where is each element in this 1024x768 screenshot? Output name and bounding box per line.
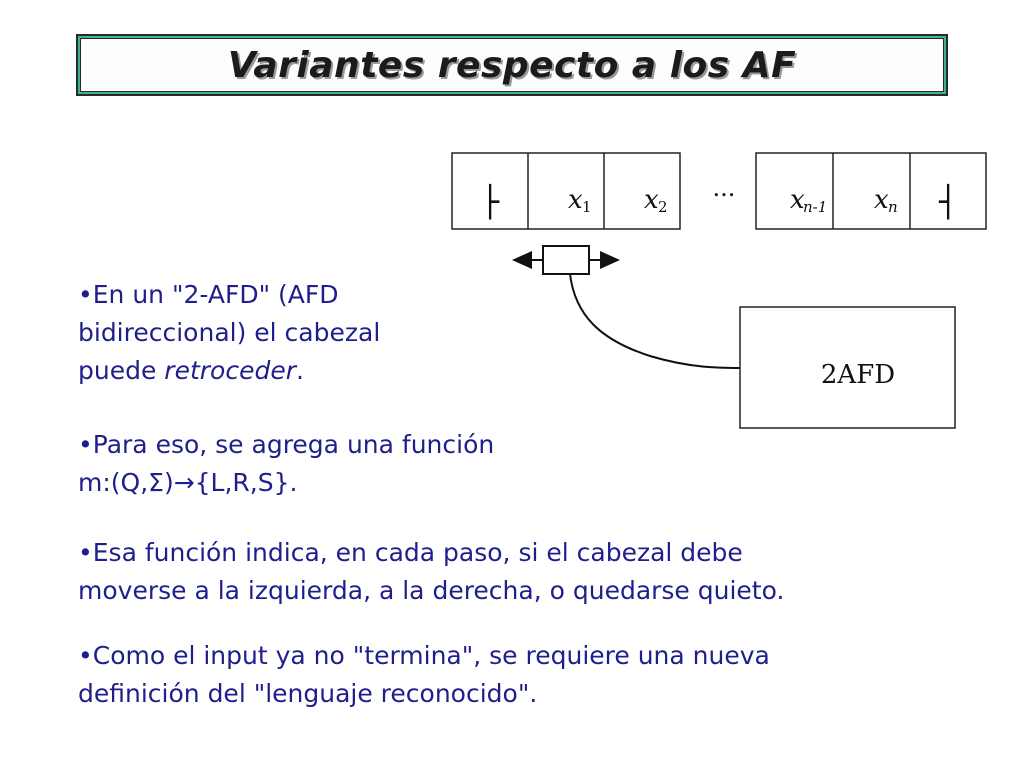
title-box: Variantes respecto a los AF: [76, 34, 948, 96]
head-control-connector: [569, 273, 741, 369]
bullet-1-line-2: bidireccional) el cabezal: [78, 318, 381, 347]
left-endmarker: ├: [481, 183, 500, 220]
tape-cell-left-marker: ├: [481, 183, 500, 220]
control-label: 2AFD: [821, 360, 895, 390]
bullet-4-line-1: •Como el input ya no "termina", se requi…: [78, 641, 770, 670]
tape-cell-x2: x 2: [644, 185, 668, 216]
tape-ellipsis: ...: [713, 174, 736, 202]
bullet-1-line-3-pre: puede: [78, 356, 165, 385]
bullet-1-line-3: puede retroceder.: [78, 352, 380, 390]
tape-left-segment: [451, 152, 681, 230]
bullet-3-line-2: moverse a la izquierda, a la derecha, o …: [78, 576, 785, 605]
bullet-1-line-3-post: .: [296, 356, 304, 385]
cell-x2-sub: 2: [658, 198, 668, 216]
right-endmarker: ┤: [938, 183, 957, 220]
cell-x2-base: x: [644, 185, 659, 215]
tape-cell-xn: x n: [874, 185, 898, 216]
bullet-2-line-2: m:(Q,Σ)→{L,R,S}.: [78, 468, 298, 497]
cell-xn-sub: n: [888, 198, 898, 216]
cell-xn-1-base: x: [790, 185, 805, 215]
bullet-2afd: •En un "2-AFD" (AFD bidireccional) el ca…: [78, 276, 380, 390]
bullet-2-line-1: •Para eso, se agrega una función: [78, 430, 495, 459]
read-head: [512, 245, 620, 275]
bullet-movement: •Esa función indica, en cada paso, si el…: [78, 534, 784, 610]
bullet-3-line-1: •Esa función indica, en cada paso, si el…: [78, 538, 743, 567]
bullet-function: •Para eso, se agrega una función m:(Q,Σ)…: [78, 426, 494, 502]
cell-xn-1-sub: n-1: [803, 198, 827, 216]
bullet-1-emphasis: retroceder: [164, 356, 296, 385]
tape-right-segment: [755, 152, 987, 230]
cell-x1-base: x: [568, 185, 583, 215]
tape-cell-right-marker: ┤: [938, 183, 957, 220]
finite-control-box: 2AFD: [739, 306, 956, 429]
cell-xn-base: x: [874, 185, 889, 215]
tape-cell-x1: x 1: [568, 185, 592, 216]
move-left-arrow-icon: [512, 251, 532, 269]
tape-cell-xn-1: x n-1: [790, 185, 827, 216]
slide-title: Variantes respecto a los AF: [227, 44, 797, 86]
bullet-language: •Como el input ya no "termina", se requi…: [78, 637, 770, 713]
bullet-1-line-1: •En un "2-AFD" (AFD: [78, 280, 339, 309]
cell-x1-sub: 1: [582, 198, 592, 216]
bullet-4-line-2: definición del "lenguaje reconocido".: [78, 679, 538, 708]
move-right-arrow-icon: [600, 251, 620, 269]
